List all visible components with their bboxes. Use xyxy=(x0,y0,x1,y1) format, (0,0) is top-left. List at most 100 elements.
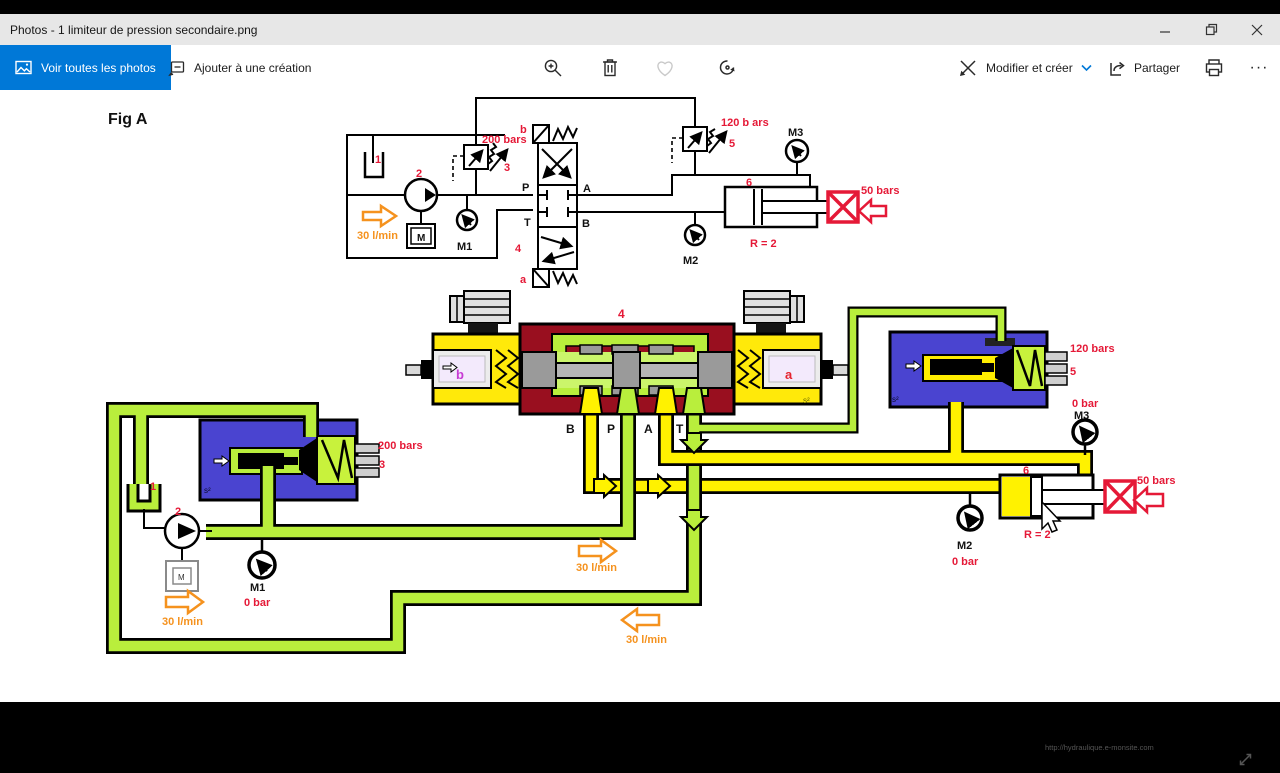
edit-create-button[interactable]: Modifier et créer xyxy=(958,45,1092,90)
cutaway-pump: M 2 xyxy=(143,506,212,592)
relief-secondary-number: 5 xyxy=(729,138,735,150)
figure-label: Fig A xyxy=(108,111,148,128)
port-t-label: T xyxy=(524,217,531,229)
relief-secondary-pressure: 120 bars xyxy=(1070,343,1115,355)
pipe-a-line xyxy=(658,396,1093,476)
motor-label: M xyxy=(178,573,185,582)
schematic-cylinder: 6 R = 2 xyxy=(723,177,829,250)
watermark-url: http://hydraulique.e-monsite.com xyxy=(1045,743,1154,752)
port-b-label: B xyxy=(582,218,590,230)
flow-annotations: 30 l/min 30 l/min 30 l/min xyxy=(162,537,667,646)
load-pressure: 50 bars xyxy=(861,185,900,197)
cutaway-tank: 1 xyxy=(126,481,162,513)
schematic-relief-valve-secondary: 120 b ars 5 xyxy=(671,117,769,163)
restore-button[interactable] xyxy=(1188,14,1234,45)
gauge-m2-label: M2 xyxy=(683,255,698,267)
share-icon xyxy=(1110,61,1125,76)
rotate-icon xyxy=(719,60,735,75)
relief-primary-number: 3 xyxy=(504,162,510,174)
pipe-b-line xyxy=(583,396,1004,494)
close-button[interactable] xyxy=(1234,14,1280,45)
cylinder-number: 6 xyxy=(746,177,752,189)
add-to-creation-label: Ajouter à une création xyxy=(194,60,312,75)
schematic-gauge-m2: M2 xyxy=(683,223,707,267)
gauge-m2-value: 0 bar xyxy=(952,556,979,568)
gauge-m1-label: M1 xyxy=(457,241,472,253)
pump-number: 2 xyxy=(175,506,181,518)
gauge-m3-label: M3 xyxy=(788,127,803,139)
add-to-creation-button[interactable]: Ajouter à une création xyxy=(168,45,311,90)
valve-position-a: a xyxy=(520,274,527,286)
print-button[interactable] xyxy=(1200,45,1228,90)
schematic-lines xyxy=(346,97,811,259)
zoom-icon xyxy=(544,59,562,76)
cylinder-ratio: R = 2 xyxy=(750,238,777,250)
titlebar: Photos - 1 limiteur de pression secondai… xyxy=(0,14,1280,45)
port-t-label: T xyxy=(676,422,684,436)
add-to-creation-icon xyxy=(168,60,185,76)
gauge-m3-label: M3 xyxy=(1074,410,1089,422)
cutaway-load: 50 bars xyxy=(1103,475,1176,515)
flow-direction-arrows xyxy=(593,432,710,532)
cutaway-gauge-m2: M2 0 bar xyxy=(952,492,984,568)
window-controls xyxy=(1142,14,1280,45)
armature-b-label: b xyxy=(456,367,464,382)
expand-icon xyxy=(1239,753,1252,766)
tank-number: 1 xyxy=(150,481,156,493)
tank-number: 1 xyxy=(375,154,381,166)
armature-a-label: a xyxy=(785,367,793,382)
cutaway-gauge-m1: M1 0 bar xyxy=(244,540,277,609)
view-all-photos-button[interactable]: Voir toutes les photos xyxy=(0,45,171,90)
letterbox-bottom xyxy=(0,702,1280,720)
relief-secondary-s2: s² xyxy=(892,395,899,404)
toolbar: Voir toutes les photos Ajouter à une cré… xyxy=(0,45,1280,90)
minimize-button[interactable] xyxy=(1142,14,1188,45)
schematic-tank: 1 xyxy=(375,154,381,166)
restore-icon xyxy=(1205,23,1217,36)
schematic-directional-valve: b a 4 P T A B xyxy=(515,124,591,288)
schematic-gauge-m1: M1 xyxy=(455,208,479,253)
rotate-button[interactable] xyxy=(714,45,740,90)
relief-secondary-number: 5 xyxy=(1070,366,1076,378)
close-icon xyxy=(1251,24,1263,35)
relief-primary-pressure: 200 bars xyxy=(482,134,527,146)
photos-icon xyxy=(15,60,32,75)
flow-label-pressure: 30 l/min xyxy=(576,562,617,574)
edit-create-label: Modifier et créer xyxy=(986,60,1073,75)
share-label: Partager xyxy=(1134,60,1181,75)
photo-view-area[interactable]: Fig A 1 2 M 30 l/min 200 xyxy=(0,90,1280,766)
cylinder-ratio: R = 2 xyxy=(1024,529,1051,541)
pipe-green-network xyxy=(106,306,1007,654)
valve-position-b: b xyxy=(520,124,527,136)
window-title: Photos - 1 limiteur de pression secondai… xyxy=(10,22,258,37)
port-p-label: P xyxy=(522,182,529,194)
port-p-label: P xyxy=(607,422,615,436)
schematic-flow-arrow: 30 l/min xyxy=(357,203,399,242)
share-button[interactable]: Partager xyxy=(1106,45,1180,90)
trash-icon xyxy=(603,58,617,76)
cutaway-relief-secondary: s² 120 bars 5 xyxy=(888,330,1115,409)
pump-number: 2 xyxy=(416,168,422,180)
zoom-button[interactable] xyxy=(540,45,566,90)
schematic-relief-valve-primary: 200 bars 3 xyxy=(452,134,527,181)
heart-icon xyxy=(657,60,673,76)
fullscreen-toggle[interactable] xyxy=(1237,751,1254,773)
flow-label: 30 l/min xyxy=(357,230,398,242)
print-icon xyxy=(1205,58,1223,76)
gauge-m2-label: M2 xyxy=(957,540,972,552)
view-all-photos-label: Voir toutes les photos xyxy=(41,60,156,75)
port-a-label: A xyxy=(644,422,653,436)
cylinder-number: 6 xyxy=(1023,465,1029,477)
schematic-gauge-m3: M3 xyxy=(784,127,810,164)
valve-number: 4 xyxy=(618,307,625,321)
more-button[interactable]: ··· xyxy=(1244,45,1274,90)
cutaway-gauge-m3: M3 0 bar xyxy=(1071,398,1099,455)
cutaway-relief-primary: s² 200 bars 3 xyxy=(198,418,423,502)
gauge-m1-label: M1 xyxy=(250,582,265,594)
mouse-cursor xyxy=(1041,500,1062,533)
relief-primary-number: 3 xyxy=(379,459,385,471)
delete-button[interactable] xyxy=(597,45,623,90)
minimize-icon xyxy=(1160,30,1170,33)
edit-create-icon xyxy=(959,59,976,76)
favorite-button[interactable] xyxy=(652,45,678,90)
